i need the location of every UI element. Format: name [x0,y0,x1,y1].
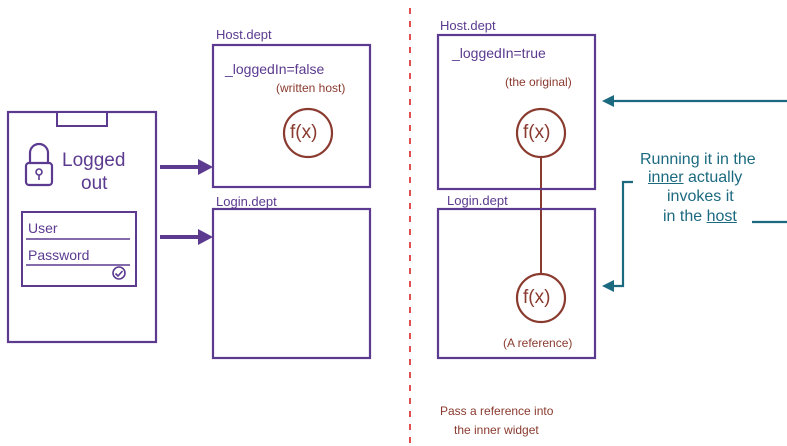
left-login-box [211,207,372,360]
right-host-fx-circle [515,107,567,159]
annotation-line4-prefix: in the [663,208,707,225]
right-login-title: Login.dept [447,193,508,208]
teal-arrow-to-host-head [602,95,614,107]
check-circle-icon [112,266,126,280]
caption-line1: Pass a reference into [440,404,554,418]
teal-arrow-to-login-head [602,280,614,292]
left-host-fx-label: f(x) [290,122,318,143]
arrow-to-host-head [198,159,213,175]
user-field-label[interactable]: User [28,220,58,236]
right-login-fx-circle [515,272,567,324]
arrow-to-login-head [198,229,213,245]
annotation-line4: in the host [663,208,737,226]
left-host-note: (written host) [276,81,346,95]
right-login-fx-label: f(x) [523,287,551,308]
left-host-fx-circle [282,107,334,159]
annotation-line2: inner actually [648,169,742,187]
right-host-note: (the original) [505,75,572,89]
teal-bracket [614,180,633,288]
padlock-icon [24,142,54,187]
right-host-title: Host.dept [440,18,496,33]
login-status-line1: Logged [62,150,126,171]
login-widget-notch [56,111,108,127]
login-status-line2: out [81,173,108,194]
annotation-inner-word: inner [648,169,684,186]
right-login-note: (A reference) [503,336,573,350]
left-host-title: Host.dept [216,27,272,42]
caption-line2: the inner widget [454,423,539,437]
annotation-line2-rest: actually [683,169,743,186]
annotation-line3: invokes it [667,188,734,205]
left-host-state: _loggedIn=false [225,61,325,77]
right-host-fx-label: f(x) [523,122,551,143]
left-host-box [211,43,372,189]
right-login-box [436,207,597,360]
right-host-state: _loggedIn=true [452,45,546,61]
password-field-label[interactable]: Password [28,247,90,263]
right-host-box [436,33,597,191]
credentials-panel [21,211,137,287]
annotation-host-word: host [706,208,737,225]
left-login-title: Login.dept [216,194,277,209]
annotation-line1: Running it in the [640,151,756,168]
